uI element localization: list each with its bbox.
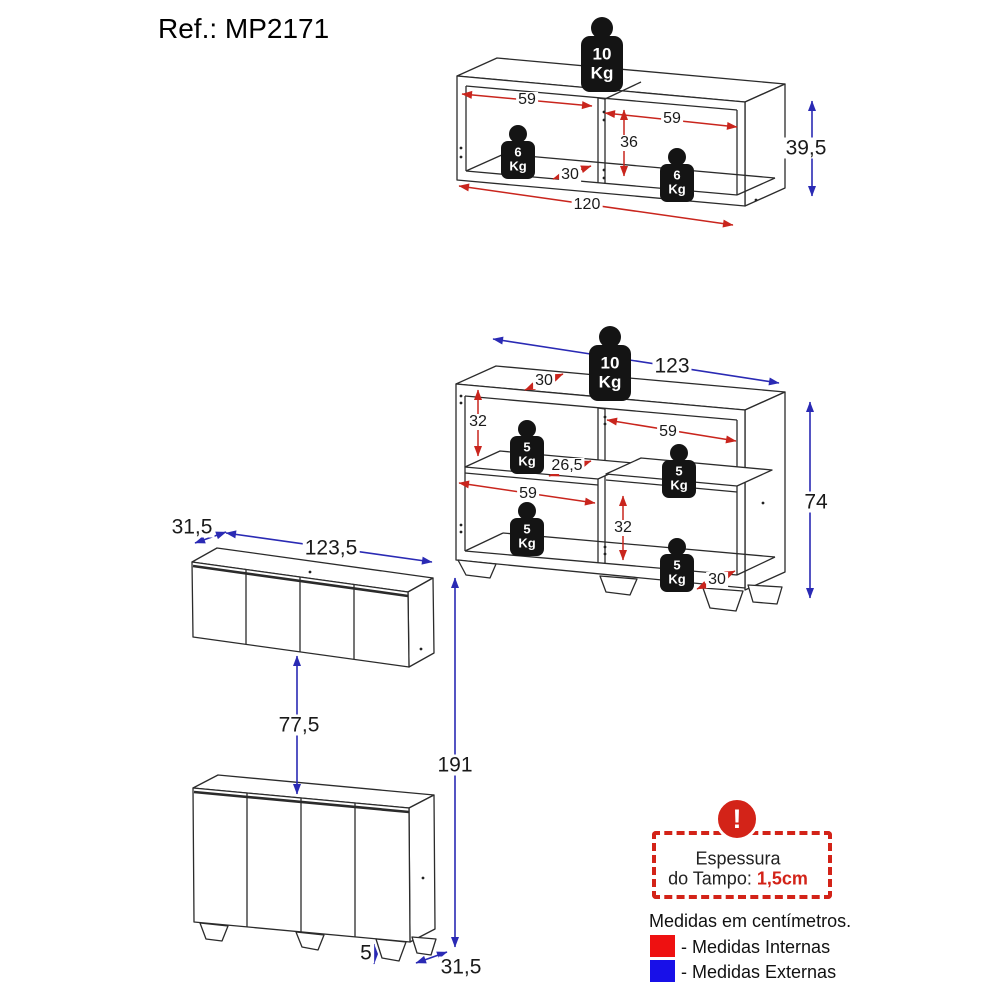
weight-unit: Kg <box>509 159 527 174</box>
internal-measures-label: - Medidas Internas <box>681 937 831 957</box>
dim-wallshelf-inner-height: 36 <box>618 134 640 151</box>
dim-wallshelf-left-inner-width: 59 <box>516 91 538 108</box>
weight-10kg-icon <box>589 326 631 401</box>
external-measures-label: - Medidas Externas <box>681 962 837 982</box>
dim-wallcabinet-depth: 31,5 <box>169 515 215 539</box>
dim-sideboard-middle-width: 59 <box>517 485 539 502</box>
external-measures-swatch <box>650 960 675 982</box>
wall-cabinet-front-drawing <box>191 547 435 668</box>
weight-value: 10 <box>592 44 612 64</box>
thickness-label-text: do Tampo: <box>668 868 752 889</box>
weight-value: 6 <box>514 144 522 160</box>
dim-sideboard-bottom-depth: 30 <box>706 571 728 588</box>
dim-total-height: 191 <box>435 753 475 777</box>
weight-unit: Kg <box>668 182 686 197</box>
weight-value: 10 <box>600 353 620 373</box>
dim-wall-to-base-gap: 77,5 <box>276 713 322 737</box>
dim-wallshelf-inner-depth: 30 <box>559 166 581 183</box>
dim-sideboard-upper-inner-height: 32 <box>467 413 489 430</box>
weight-value: 5 <box>523 439 531 455</box>
weight-value: 5 <box>673 557 681 573</box>
weight-5kg-label: 5 Kg <box>518 521 536 552</box>
dim-sideboard-outer-width: 123 <box>652 354 692 378</box>
internal-measures-swatch <box>650 935 675 957</box>
thickness-label-line2: do Tampo: 1,5cm <box>668 869 808 890</box>
weight-10kg-label: 10 Kg <box>591 45 614 82</box>
dim-wallshelf-right-inner-width: 59 <box>661 110 683 127</box>
weight-value: 5 <box>675 463 683 479</box>
weight-6kg-label: 6 Kg <box>668 167 686 198</box>
weight-5kg-icon <box>510 502 544 556</box>
page-title: Ref.: MP2171 <box>158 13 330 44</box>
weight-icons <box>501 17 696 592</box>
dim-sideboard-outer-height: 74 <box>802 490 830 514</box>
weight-10kg-label: 10 Kg <box>599 354 622 391</box>
weight-unit: Kg <box>518 536 536 551</box>
dim-basecabinet-depth: 31,5 <box>438 955 484 979</box>
weight-5kg-label: 5 Kg <box>668 557 686 588</box>
warning-exclamation-glyph: ! <box>732 803 742 834</box>
weight-value: 6 <box>673 167 681 183</box>
weight-value: 5 <box>523 521 531 537</box>
weight-6kg-icon <box>660 148 694 202</box>
weight-5kg-icon <box>510 420 544 474</box>
dim-wallcabinet-width: 123,5 <box>302 536 360 560</box>
dim-foot-height: 5 <box>358 941 374 965</box>
dim-sideboard-top-depth: 30 <box>533 372 555 389</box>
weight-6kg-icon <box>501 125 535 179</box>
thickness-value: 1,5cm <box>756 868 808 889</box>
weight-5kg-label: 5 Kg <box>518 439 536 470</box>
weight-unit: Kg <box>518 454 536 469</box>
dim-sideboard-shelf-depth: 26,5 <box>549 457 585 474</box>
base-cabinet-front-drawing <box>192 774 437 962</box>
weight-5kg-label: 5 Kg <box>670 463 688 494</box>
weight-unit: Kg <box>598 372 622 391</box>
weight-5kg-icon <box>660 538 694 592</box>
dim-sideboard-lower-inner-height: 32 <box>612 519 634 536</box>
warning-exclamation-icon: ! <box>715 797 759 841</box>
weight-unit: Kg <box>668 572 686 587</box>
dim-sideboard-upper-right-width: 59 <box>657 423 679 440</box>
thickness-label-line1: Espessura <box>695 848 781 869</box>
weight-5kg-icon <box>662 444 696 498</box>
weight-unit: Kg <box>670 478 688 493</box>
dim-wallshelf-outer-height: 39,5 <box>783 136 829 160</box>
weight-6kg-label: 6 Kg <box>509 144 527 175</box>
units-note: Medidas em centímetros. <box>649 911 852 931</box>
weight-unit: Kg <box>590 63 614 82</box>
weight-10kg-icon <box>581 17 623 92</box>
sideboard-drawing <box>455 365 786 612</box>
dim-wallshelf-outer-width: 120 <box>571 196 603 213</box>
